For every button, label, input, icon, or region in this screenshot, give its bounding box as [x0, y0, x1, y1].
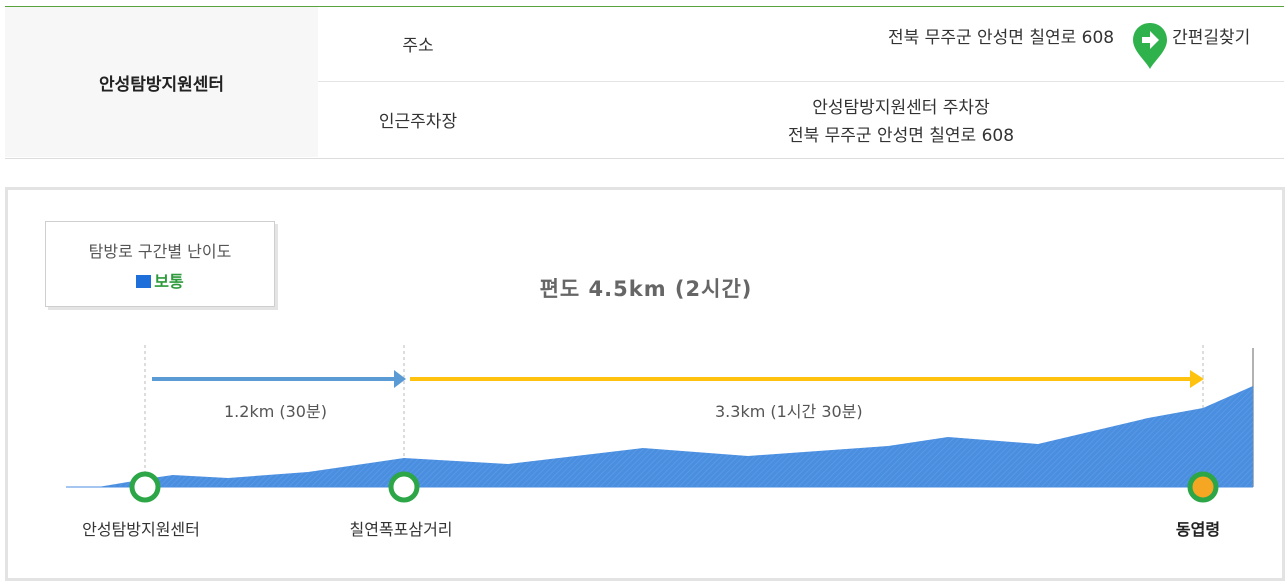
stop-start-label: 안성탐방지원센터 [82, 520, 200, 539]
segment-1-arrowhead [394, 370, 406, 388]
parking-cell: 안성탐방지원센터 주차장 전북 무주군 안성면 칠연로 608 [518, 82, 1284, 157]
segment-1-label: 1.2km (30분) [224, 402, 327, 421]
address-row: 주소 전북 무주군 안성면 칠연로 608 간편길찾기 [318, 7, 1284, 82]
easy-directions-link[interactable]: 간편길찾기 [1132, 23, 1251, 70]
course-summary-text: 편도 4.5km (2시간) [539, 277, 753, 301]
course-profile-panel: 탐방로 구간별 난이도 보통 편도 4.5km (2시간) [5, 187, 1285, 581]
legend-title: 탐방로 구간별 난이도 [88, 242, 232, 261]
waypoint-marker [388, 471, 420, 503]
level-swatch-icon [136, 275, 152, 288]
legend-level-label: 보통 [154, 272, 184, 291]
address-label: 주소 [402, 36, 434, 56]
elevation-area [68, 386, 1253, 487]
easy-directions-label: 간편길찾기 [1172, 28, 1251, 48]
end-marker [1187, 471, 1219, 503]
stop-waypoint-label: 칠연폭포삼거리 [349, 520, 453, 539]
course-summary: 편도 4.5km (2시간) [8, 273, 1282, 303]
segment-2-arrowhead [1190, 370, 1204, 388]
address-cell: 전북 무주군 안성면 칠연로 608 간편길찾기 [518, 7, 1284, 81]
elevation-profile [66, 345, 1254, 503]
segment-2-label: 3.3km (1시간 30분) [715, 402, 863, 421]
parking-name: 안성탐방지원센터 주차장 [812, 98, 990, 118]
legend-level: 보통 [46, 268, 274, 292]
difficulty-legend: 탐방로 구간별 난이도 보통 [45, 221, 275, 307]
center-name: 안성탐방지원센터 [5, 7, 318, 157]
parking-label: 인근주차장 [378, 112, 458, 132]
parking-address: 전북 무주군 안성면 칠연로 608 [787, 126, 1015, 146]
parking-row: 인근주차장 안성탐방지원센터 주차장 전북 무주군 안성면 칠연로 608 [318, 82, 1284, 157]
trail-info-table: 안성탐방지원센터 주소 전북 무주군 안성면 칠연로 608 간편길찾기 인근주… [5, 6, 1284, 159]
address-text: 전북 무주군 안성면 칠연로 608 [888, 28, 1115, 48]
stop-end-label: 동엽령 [1175, 520, 1221, 539]
start-marker [129, 471, 161, 503]
map-pin-arrow-icon [1133, 23, 1168, 69]
